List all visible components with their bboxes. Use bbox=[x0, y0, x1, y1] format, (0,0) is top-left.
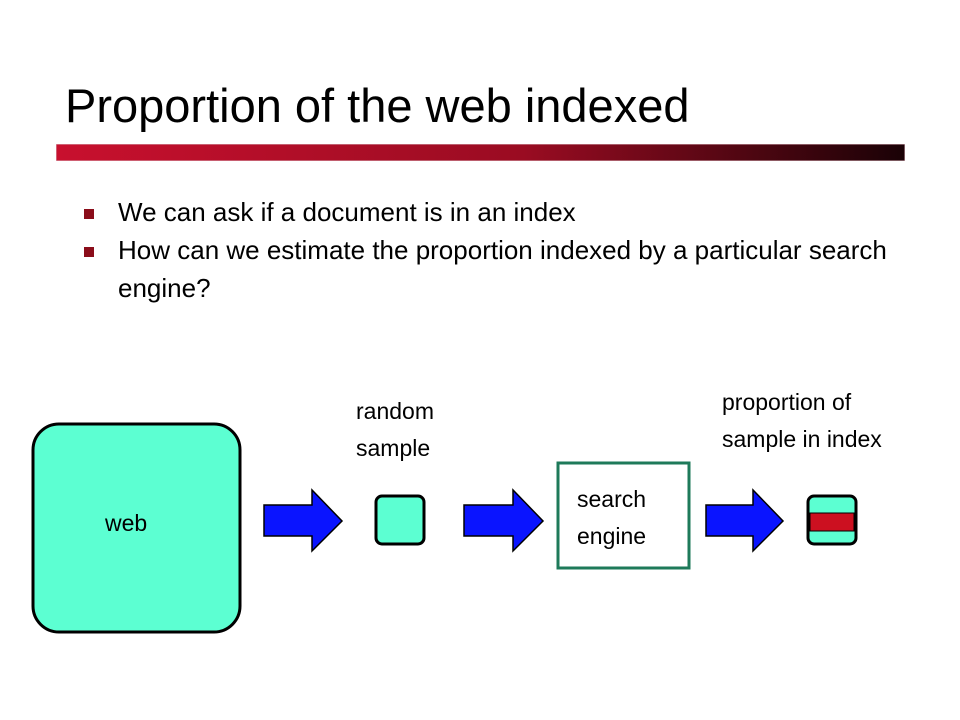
random-sample-node bbox=[374, 494, 426, 546]
page-title: Proportion of the web indexed bbox=[65, 79, 690, 132]
bullet-item: We can ask if a document is in an index bbox=[80, 193, 900, 231]
title-underline-bar bbox=[56, 144, 905, 161]
arrow-sample-to-engine bbox=[463, 488, 545, 553]
bullet-item: How can we estimate the proportion index… bbox=[80, 231, 900, 307]
web-node bbox=[31, 422, 242, 634]
random-sample-label-line2: sample bbox=[356, 435, 431, 461]
square-bullet-icon bbox=[84, 247, 94, 257]
search-engine-node bbox=[556, 461, 691, 570]
web-node-label: web bbox=[105, 510, 148, 536]
bullet-text: How can we estimate the proportion index… bbox=[118, 235, 887, 303]
arrow-engine-to-result bbox=[705, 488, 785, 553]
proportion-label-line2: sample in index bbox=[722, 426, 882, 452]
bullet-list: We can ask if a document is in an index … bbox=[80, 193, 900, 307]
indexed-portion-band bbox=[809, 512, 855, 532]
search-engine-label-line2: engine bbox=[577, 523, 647, 549]
square-bullet-icon bbox=[84, 209, 94, 219]
arrow-web-to-sample bbox=[263, 488, 344, 553]
search-engine-label-line1: search bbox=[577, 486, 647, 512]
random-sample-label-line1: random bbox=[356, 398, 434, 424]
bullet-text: We can ask if a document is in an index bbox=[118, 197, 576, 227]
proportion-label-line1: proportion of bbox=[722, 389, 852, 415]
